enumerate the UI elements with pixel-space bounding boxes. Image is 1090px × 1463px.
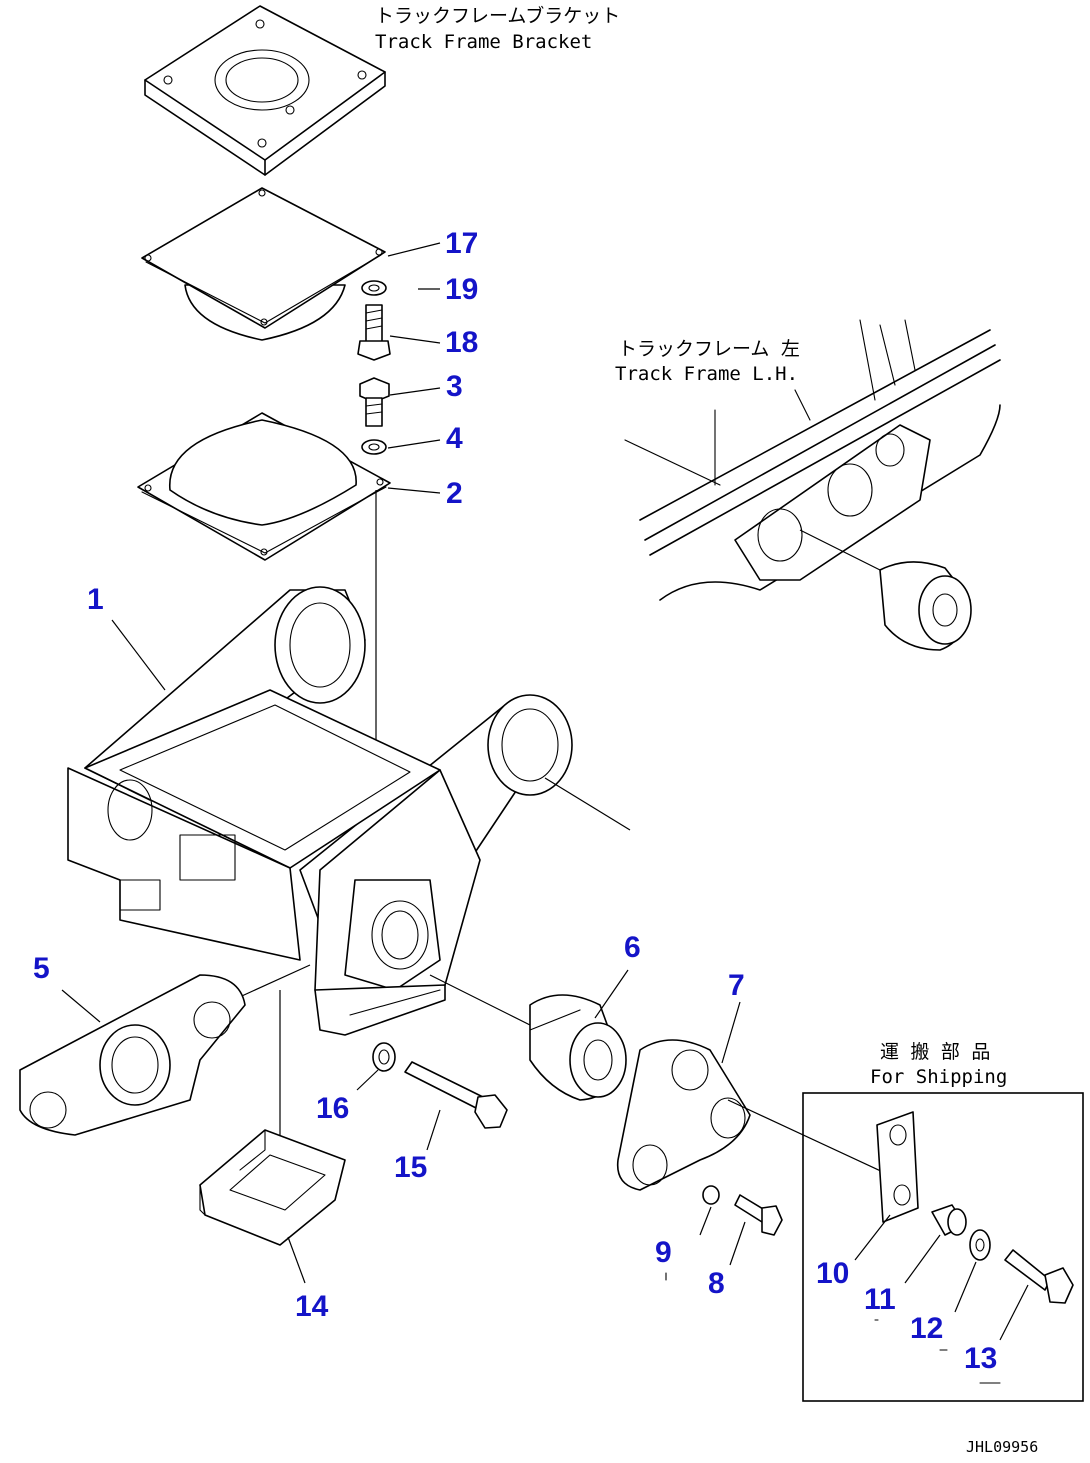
part-8-bolt [734,1194,783,1236]
assembly-line-frame-right [544,777,631,831]
callout-13: 13 [964,1342,997,1375]
for-shipping-box [802,1092,1084,1402]
part-18-bolt [357,304,391,361]
track-frame-lh-view [624,319,1001,651]
track-frame-lh-label-jp: トラックフレーム 左 [618,338,800,360]
callout-15: 15 [394,1151,427,1184]
callout-8: 8 [708,1267,725,1300]
part-12-washer [969,1229,991,1261]
part-9-washer [702,1185,720,1205]
part-16-washer [372,1042,396,1072]
part-5-side-link [19,974,246,1136]
part-6-bushing [529,994,627,1101]
assembly-line-7 [727,1099,901,1181]
callout-19: 19 [445,273,478,306]
callout-12: 12 [910,1312,943,1345]
callout-4: 4 [446,422,463,455]
callout-17: 17 [445,227,478,260]
callout-14: 14 [295,1290,329,1323]
part-3-bolt [359,377,390,427]
callout-1: 1 [87,583,104,616]
callout-7: 7 [728,969,745,1002]
dash-marks [665,1272,1001,1384]
part-17-cushion [141,187,386,341]
drawing-code: JHL09956 [966,1438,1038,1456]
callout-18: 18 [445,326,478,359]
part-7-cap-plate [616,1039,751,1191]
callout-6: 6 [624,931,641,964]
track-frame-lh-label-en: Track Frame L.H. [615,363,798,385]
part-15-bolt [404,1061,508,1129]
callout-9: 9 [655,1236,672,1269]
callout-3: 3 [446,370,463,403]
callout-2: 2 [446,477,463,510]
part-1-main-frame [67,586,573,1036]
for-shipping-label-en: For Shipping [870,1066,1007,1088]
part-2-dome-cushion [137,412,391,561]
track-frame-bracket-label-en: Track Frame Bracket [375,31,592,53]
part-10-plate [876,1111,919,1223]
callout-16: 16 [316,1092,349,1125]
callout-11: 11 [864,1283,896,1316]
track-frame-bracket-label-jp: トラックフレームブラケット [375,4,620,27]
for-shipping-label-jp: 運 搬 部 品 [880,1041,990,1063]
assembly-line-6 [429,974,541,1031]
callout-leaders [61,242,1029,1341]
part-19-washer [361,280,387,296]
part-4-washer [361,439,387,455]
track-frame-bracket-plate [144,5,386,176]
callout-5: 5 [33,952,50,985]
part-13-bolt [1004,1249,1074,1304]
part-14-block [199,1129,346,1246]
callout-10: 10 [816,1257,849,1290]
callout-numbers: 17 19 18 3 4 2 1 5 6 7 16 15 14 9 8 10 1… [33,227,997,1375]
part-11-spacer [931,1204,967,1236]
